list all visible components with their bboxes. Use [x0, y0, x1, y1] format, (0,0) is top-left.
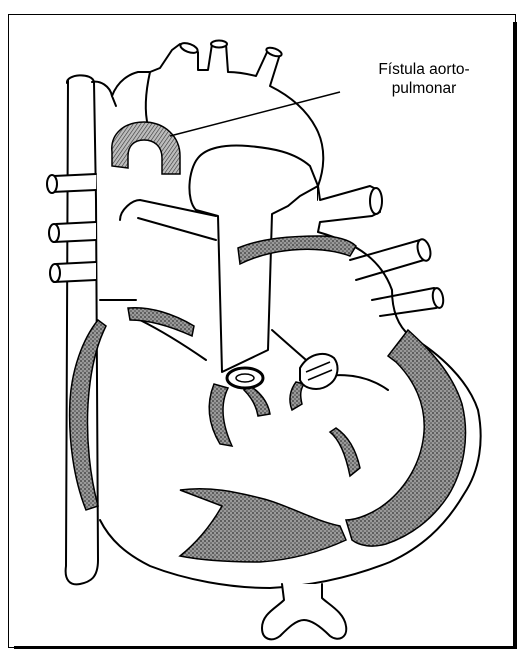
septum-spike	[330, 428, 360, 476]
ventricle-wall-right	[346, 330, 466, 546]
valve-flap-mid	[244, 386, 270, 416]
valve-flap-left	[209, 384, 232, 446]
right-pulmonary-vein-lower	[372, 288, 441, 316]
aorto-pulmonary-fistula	[112, 122, 180, 174]
inferior-vena-cava	[262, 584, 346, 639]
fistula-label-line2: pulmonar	[334, 80, 514, 98]
valve-flap-right	[290, 382, 304, 410]
ventricle-wall-bottom	[180, 489, 346, 562]
fistula-label-line1: Fístula aorto-	[334, 61, 514, 79]
